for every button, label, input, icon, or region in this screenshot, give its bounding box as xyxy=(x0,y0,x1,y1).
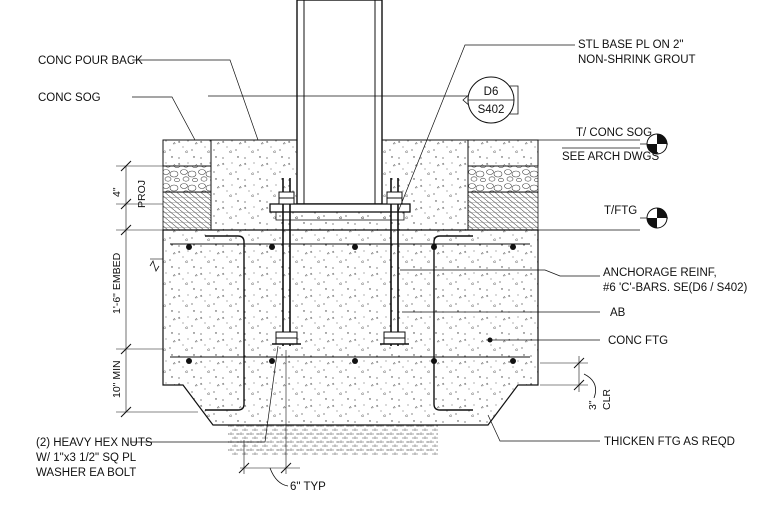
label-anchorage-1: ANCHORAGE REINF, xyxy=(603,267,717,279)
label-see-arch: SEE ARCH DWGS xyxy=(562,151,659,163)
non-shrink-grout xyxy=(275,211,405,221)
label-t-conc-sog: T/ CONC SOG xyxy=(576,127,652,139)
leader-lines xyxy=(130,44,640,443)
dim-proj: PROJ xyxy=(136,180,148,208)
label-ab: AB xyxy=(610,307,626,319)
dim-10in-min: 10" MIN xyxy=(111,360,123,398)
label-anchorage-2: #6 'C'-BARS. SE(D6 / S402) xyxy=(603,282,748,294)
label-thicken-ftg: THICKEN FTG AS REQD xyxy=(604,436,735,448)
dim-clr: CLR xyxy=(601,389,613,410)
bolt-spacing-dimension xyxy=(238,350,300,487)
vapor-barrier-hatch-left xyxy=(162,191,212,231)
vapor-barrier-hatch-right xyxy=(467,191,539,231)
label-conc-ftg: CONC FTG xyxy=(608,335,668,347)
slab-on-grade-right xyxy=(467,139,539,167)
label-t-ftg: T/FTG xyxy=(604,205,637,217)
concrete-footing xyxy=(162,229,539,426)
label-stl-base-pl-1: STL BASE PL ON 2" xyxy=(578,39,684,51)
label-nuts-1: (2) HEAVY HEX NUTS xyxy=(36,437,153,449)
clear-cover-dimension xyxy=(540,356,597,399)
anchor-bolt-right xyxy=(380,178,409,346)
label-stl-base-pl-2: NON-SHRINK GROUT xyxy=(578,54,696,66)
dim-4in: 4" xyxy=(111,187,123,197)
steel-base-plate xyxy=(269,203,411,213)
slab-on-grade-left xyxy=(162,139,212,167)
gravel-base-left xyxy=(162,165,212,193)
section-tag xyxy=(462,76,519,124)
subgrade-soil-hatch xyxy=(228,425,438,455)
label-nuts-2: W/ 1"x3 1/2" SQ PL xyxy=(36,452,137,464)
dim-3in: 3" xyxy=(587,400,599,410)
label-conc-pour-back: CONC POUR BACK xyxy=(38,55,143,67)
label-conc-sog: CONC SOG xyxy=(38,92,101,104)
section-tag-detail: D6 xyxy=(484,86,499,98)
dim-embed: 1'-6" EMBED xyxy=(111,252,123,314)
steel-column xyxy=(296,0,383,205)
elevation-marker-conc-sog xyxy=(640,133,668,155)
vertical-dimensions xyxy=(116,160,198,418)
label-6in-typ: 6" TYP xyxy=(290,481,326,493)
gravel-base-right xyxy=(467,165,539,193)
rebar-top-mat xyxy=(170,243,530,250)
elevation-marker-t-ftg xyxy=(640,207,668,229)
section-tag-sheet: S402 xyxy=(478,104,505,116)
label-nuts-3: WASHER EA BOLT xyxy=(36,467,136,479)
anchorage-c-bars xyxy=(205,235,473,411)
anchor-bolt-left xyxy=(272,178,301,346)
